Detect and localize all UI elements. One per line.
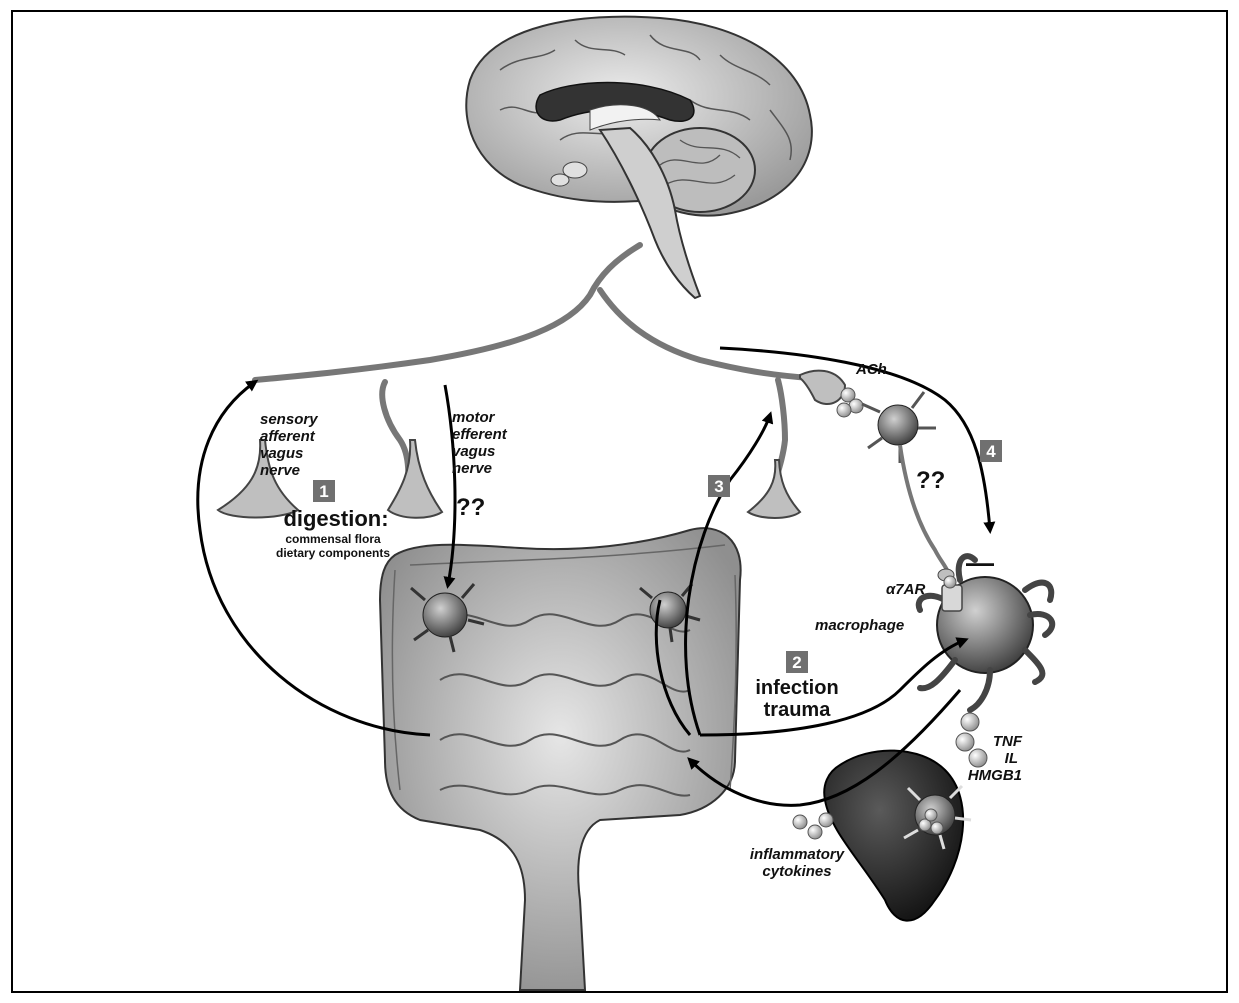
svg-text:IL: IL: [1005, 750, 1018, 767]
svg-text:cytokines: cytokines: [762, 863, 831, 880]
step-badge-1: 1: [313, 480, 335, 502]
macrophage-question-marks: ??: [916, 467, 945, 494]
svg-text:trauma: trauma: [764, 699, 832, 721]
svg-text:1: 1: [319, 482, 328, 501]
svg-text:sensory: sensory: [260, 411, 318, 428]
svg-text:TNF: TNF: [993, 733, 1023, 750]
svg-text:3: 3: [714, 477, 723, 496]
digestion-label: digestion: commensal flora dietary compo…: [276, 506, 390, 560]
alpha7ar-label: α7AR: [886, 581, 925, 598]
svg-text:dietary components: dietary components: [276, 546, 390, 560]
vagus-nerves: [255, 245, 810, 500]
svg-text:2: 2: [792, 653, 801, 672]
cytokine-beads: [793, 813, 833, 839]
motor-question-marks: ??: [456, 494, 485, 521]
svg-text:HMGB1: HMGB1: [968, 767, 1022, 784]
step-badge-4: 4: [980, 440, 1002, 462]
inflammatory-cytokines-label: inflammatory cytokines: [750, 846, 845, 880]
svg-text:afferent: afferent: [260, 428, 316, 445]
motor-efferent-label: motor efferent vagus nerve: [452, 409, 508, 477]
svg-text:efferent: efferent: [452, 426, 508, 443]
infection-trauma-label: infection trauma: [755, 677, 838, 721]
svg-text:inflammatory: inflammatory: [750, 846, 845, 863]
svg-text:motor: motor: [452, 409, 496, 426]
svg-text:vagus: vagus: [452, 443, 495, 460]
svg-text:nerve: nerve: [260, 462, 300, 479]
macrophage-cell: [919, 556, 1052, 767]
svg-text:digestion:: digestion:: [283, 506, 388, 531]
svg-text:infection: infection: [755, 677, 838, 699]
svg-text:commensal flora: commensal flora: [285, 532, 381, 546]
brain: [466, 17, 812, 298]
ach-label: ACh: [855, 361, 887, 378]
ach-synapse: [800, 371, 863, 417]
svg-text:nerve: nerve: [452, 460, 492, 477]
step-badge-2: 2: [786, 651, 808, 673]
inhibition-mark: —: [966, 547, 994, 578]
step-badge-3: 3: [708, 475, 730, 497]
spleen: [824, 751, 963, 921]
svg-text:vagus: vagus: [260, 445, 303, 462]
sensory-afferent-label: sensory afferent vagus nerve: [260, 411, 318, 479]
macrophage-label: macrophage: [815, 617, 904, 634]
svg-text:4: 4: [986, 442, 996, 461]
